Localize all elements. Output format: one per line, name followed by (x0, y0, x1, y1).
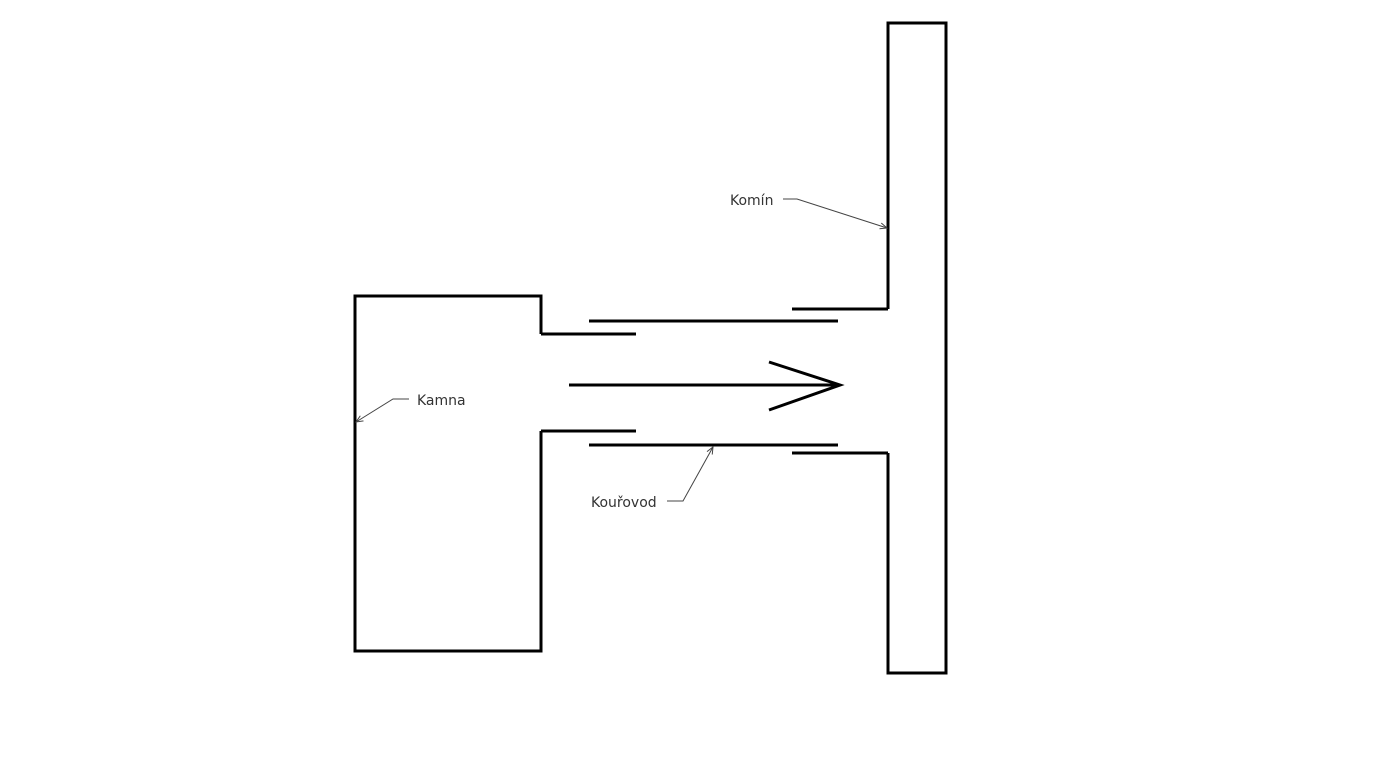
chimney-leader-line (783, 198, 887, 228)
flue-pipe-label: Kouřovod (591, 495, 657, 511)
arrow-right-icon (569, 360, 845, 412)
flue-pipe-leader-line (667, 447, 713, 502)
stove-label: Kamna (417, 393, 466, 409)
stove-leader-line (356, 398, 409, 422)
chimney-left-upper-wall (886, 21, 948, 675)
stove-body (353, 294, 543, 653)
flow-arrow-head (768, 360, 845, 412)
chimney-label: Komín (730, 193, 773, 209)
